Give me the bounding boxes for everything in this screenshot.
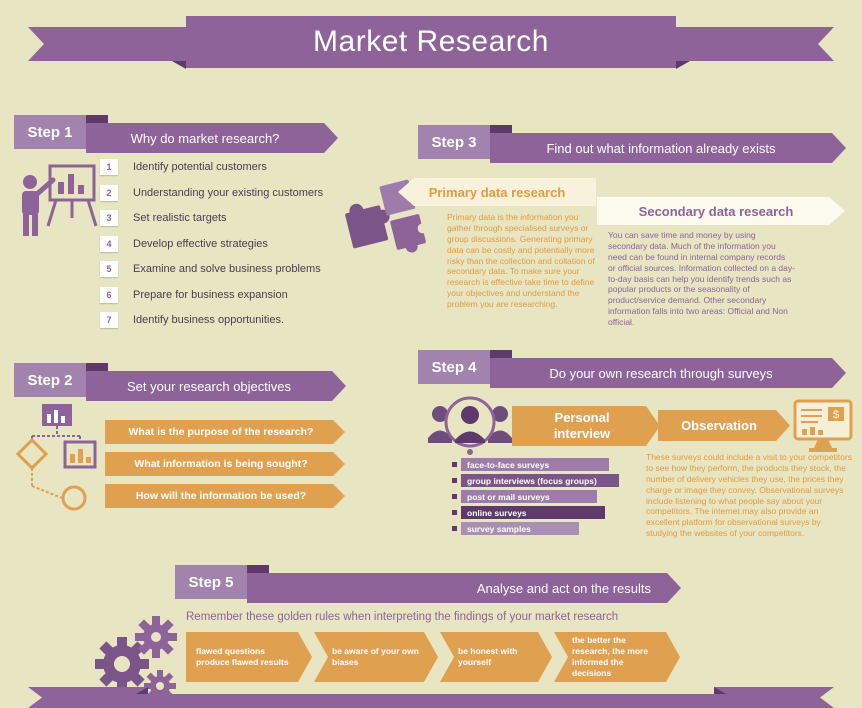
list-item: 2 Understanding your existing customers [100, 184, 324, 201]
item-text: Understanding your existing customers [133, 186, 324, 199]
gears-icon [95, 616, 177, 702]
primary-data-paragraph: Primary data is the information you gath… [447, 212, 595, 309]
bottom-ribbon-left-fold [136, 687, 148, 694]
step2-label-text: Step 2 [27, 371, 73, 389]
list-item: 6 Prepare for business expansion [100, 286, 323, 303]
secondary-data-arrow: Secondary data research [597, 197, 845, 225]
rule-text: be honest with yourself [458, 645, 518, 667]
item-text: Identify potential customers [133, 161, 267, 173]
question-text: What information is being sought? [134, 458, 308, 470]
rule-chevron-4: the better the research, the more inform… [554, 632, 680, 682]
step3-title: Find out what information already exists [546, 140, 776, 156]
survey-bullet [452, 526, 457, 531]
question-arrow-information: What information is being sought? [105, 452, 345, 476]
list-item: 1 Identify potential customers [100, 159, 323, 175]
personal-interview-label: Personal interview [553, 409, 611, 441]
rule-text: flawed questions produce flawed results [196, 645, 289, 667]
question-arrow-used: How will the information be used? [105, 484, 345, 508]
item-text: Identify business opportunities. [133, 314, 285, 326]
personal-interview-arrow: Personal interview [512, 406, 660, 446]
bottom-ribbon-center [100, 694, 762, 708]
secondary-data-paragraph: You can save time and money by using sec… [608, 230, 795, 327]
step3-banner: Find out what information already exists [490, 133, 846, 163]
step4-label: Step 4 [418, 350, 490, 384]
item-number: 2 [100, 184, 118, 201]
item-number: 7 [100, 312, 118, 328]
puzzle-icon [345, 179, 428, 253]
observation-arrow: Observation [658, 410, 790, 441]
item-text: Develop effective strategies [133, 237, 268, 250]
rule-chevron-1: flawed questions produce flawed results [186, 632, 312, 682]
step5-title: Analyse and act on the results [476, 580, 651, 596]
list-item: 4 Develop effective strategies [100, 235, 323, 252]
svg-text:$: $ [833, 409, 839, 421]
item-number: 3 [100, 210, 118, 226]
question-text: What is the purpose of the research? [128, 426, 314, 438]
step1-label-text: Step 1 [27, 123, 73, 141]
people-search-icon [428, 396, 512, 455]
survey-type-row: face-to-face surveys [461, 458, 609, 471]
survey-bullet [452, 478, 457, 483]
survey-type-row: survey samples [461, 522, 579, 535]
step2-banner: Set your research objectives [86, 371, 346, 401]
step5-label: Step 5 [175, 565, 247, 599]
rule-chevron-2: be aware of your own biases [314, 632, 438, 682]
step3-label-text: Step 3 [431, 133, 477, 151]
primary-data-title: Primary data research [428, 184, 566, 200]
step4-label-text: Step 4 [431, 358, 477, 376]
list-item: 3 Set realistic targets [100, 210, 323, 226]
primary-data-arrow: Primary data research [398, 178, 596, 206]
item-text: Examine and solve business problems [133, 263, 321, 275]
item-number: 5 [100, 261, 118, 277]
observation-label: Observation [681, 418, 757, 433]
step2-label: Step 2 [14, 363, 86, 397]
presenter-icon [22, 164, 98, 236]
step4-title: Do your own research through surveys [549, 365, 773, 381]
step1-label: Step 1 [14, 115, 86, 149]
golden-rules-subtitle: Remember these golden rules when interpr… [186, 611, 619, 623]
observation-paragraph: These surveys could include a visit to y… [646, 452, 852, 539]
step1-title: Why do market research? [130, 130, 280, 146]
list-item: 5 Examine and solve business problems [100, 261, 323, 277]
item-number: 4 [100, 235, 118, 252]
question-arrow-purpose: What is the purpose of the research? [105, 420, 345, 444]
monitor-icon: $ [793, 399, 853, 452]
survey-bullet [452, 494, 457, 499]
page-title: Market Research [313, 25, 549, 58]
secondary-data-title: Secondary data research [638, 203, 794, 219]
why-research-list: 1 Identify potential customers 2 Underst… [100, 159, 323, 338]
bottom-ribbon-right-fold [714, 687, 726, 694]
top-ribbon-right-fold [676, 61, 690, 69]
step1-banner: Why do market research? [86, 123, 338, 153]
survey-type-row: online surveys [461, 506, 605, 519]
rule-text: the better the research, the more inform… [572, 634, 649, 679]
survey-bullet [452, 510, 457, 515]
step5-label-text: Step 5 [188, 573, 234, 591]
question-text: How will the information be used? [135, 490, 307, 502]
step4-banner: Do your own research through surveys [490, 358, 846, 388]
survey-type-row: group interviews (focus groups) [461, 474, 619, 487]
flowchart-icon [15, 404, 97, 511]
step5-banner: Analyse and act on the results [247, 573, 681, 603]
item-number: 6 [100, 286, 118, 303]
top-ribbon-left-tail [28, 27, 194, 61]
rule-text: be aware of your own biases [332, 645, 419, 667]
step3-label: Step 3 [418, 125, 490, 159]
top-ribbon-left-fold [172, 61, 186, 69]
survey-bullet [452, 462, 457, 467]
item-number: 1 [100, 159, 118, 175]
list-item: 7 Identify business opportunities. [100, 312, 323, 328]
item-text: Set realistic targets [133, 212, 227, 224]
rule-chevron-3: be honest with yourself [440, 632, 552, 682]
top-ribbon-right-tail [668, 27, 834, 61]
item-text: Prepare for business expansion [133, 288, 288, 301]
survey-type-row: post or mail surveys [461, 490, 597, 503]
title-banner: Market Research [186, 16, 676, 68]
step2-title: Set your research objectives [126, 378, 292, 394]
